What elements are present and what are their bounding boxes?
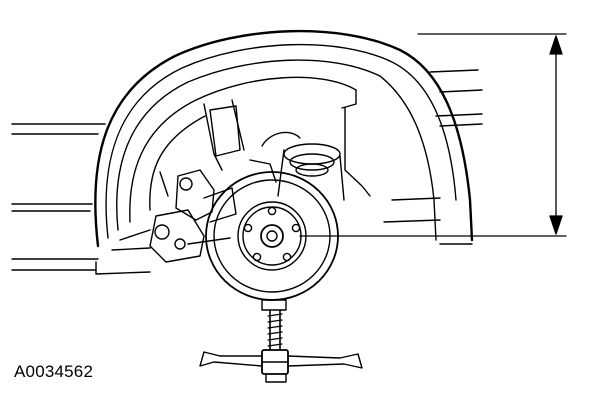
- strut-assembly: [203, 99, 345, 201]
- arrow-head-up-icon: [549, 35, 563, 55]
- dimension-line: [299, 33, 567, 237]
- wheel-stud: [267, 206, 277, 216]
- wheel-arch: [94, 29, 474, 248]
- figure-id-label: A0034562: [14, 362, 94, 381]
- wheel-stud: [252, 252, 262, 262]
- wheel-stud: [291, 223, 301, 233]
- jack-stand: [199, 299, 363, 383]
- wheel-hub: [243, 206, 301, 262]
- wheel-stud: [282, 252, 292, 262]
- brake-caliper: [111, 169, 237, 263]
- wheel-stud: [243, 223, 253, 233]
- arrow-head-down-icon: [549, 215, 563, 235]
- vehicle-body: [11, 69, 483, 275]
